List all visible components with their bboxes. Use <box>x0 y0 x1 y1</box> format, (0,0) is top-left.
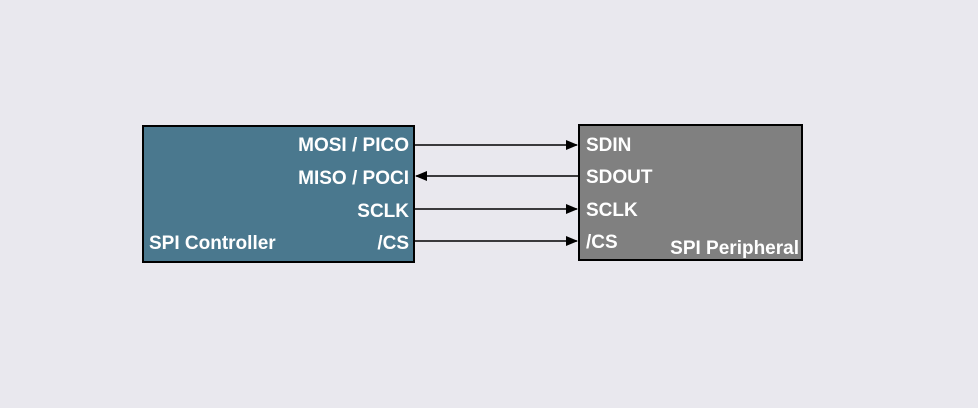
peripheral-pin-sclk: SCLK <box>586 200 638 221</box>
spi-peripheral-block: SDIN SDOUT SCLK /CS SPI Peripheral <box>578 124 803 261</box>
controller-pin-mosi-pico: MOSI / PICO <box>298 135 409 156</box>
peripheral-pin-sdin: SDIN <box>586 135 632 156</box>
controller-pin-cs: /CS <box>377 233 409 254</box>
peripheral-title: SPI Peripheral <box>670 238 799 259</box>
controller-title: SPI Controller <box>149 233 276 254</box>
peripheral-pin-cs: /CS <box>586 232 618 253</box>
peripheral-pin-sdout: SDOUT <box>586 167 653 188</box>
controller-pin-sclk: SCLK <box>357 201 409 222</box>
controller-pin-miso-poci: MISO / POCI <box>298 168 409 189</box>
spi-controller-block: MOSI / PICO MISO / POCI SCLK /CS SPI Con… <box>142 125 415 263</box>
